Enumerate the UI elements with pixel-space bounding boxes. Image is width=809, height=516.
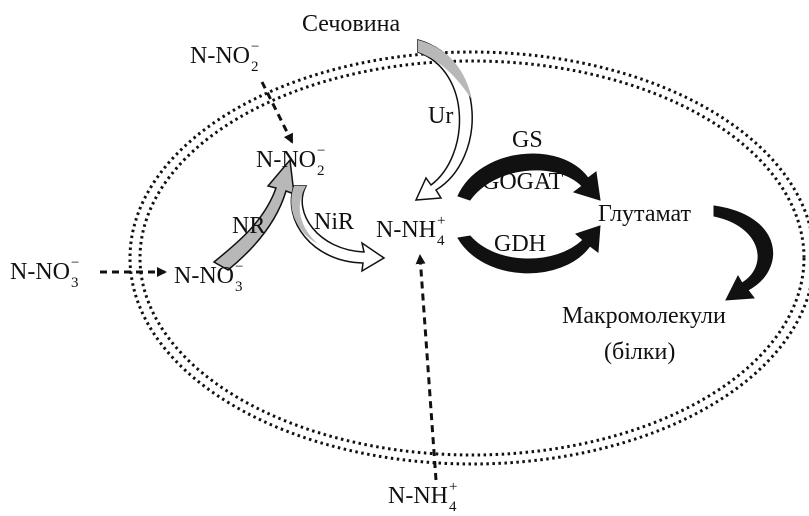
nitrate-inside-label: N-NO −3 [174,259,244,295]
glutamate-label: Глутамат [598,201,692,227]
glutamate-to-macromolecules-arrow [713,205,774,301]
nitrate-outside-label: N-NO −3 [10,255,80,291]
nitrite-uptake-arrow [260,81,294,144]
ammonium-inside-label: N-NH +4 [376,213,446,249]
nitrite-outside-label: N-NO −2 [190,39,260,75]
nr-label: NR [232,213,266,239]
nr-arrow [212,158,295,271]
urea-label: Сечовина [302,11,401,37]
gs-gogat-arrow [457,153,601,201]
nitrite-inside-label: N-NO −2 [256,143,326,179]
gdh-label: GDH [494,231,546,257]
nir-arrow-shade [291,186,318,244]
gs-label: GS [512,127,543,153]
ur-label: Ur [428,103,454,129]
macromolecules-label: Макромолекули [562,303,726,329]
gdh-arrow [457,225,601,274]
proteins-label: (білки) [604,339,676,365]
cell-membrane-inner [138,59,806,457]
nir-label: NiR [314,209,355,235]
ammonium-outside-label: N-NH +4 [388,479,458,515]
ur-arrow-shade [418,40,472,100]
gogat-label: GOGAT [482,169,564,195]
ammonium-uptake-arrow [415,254,438,481]
